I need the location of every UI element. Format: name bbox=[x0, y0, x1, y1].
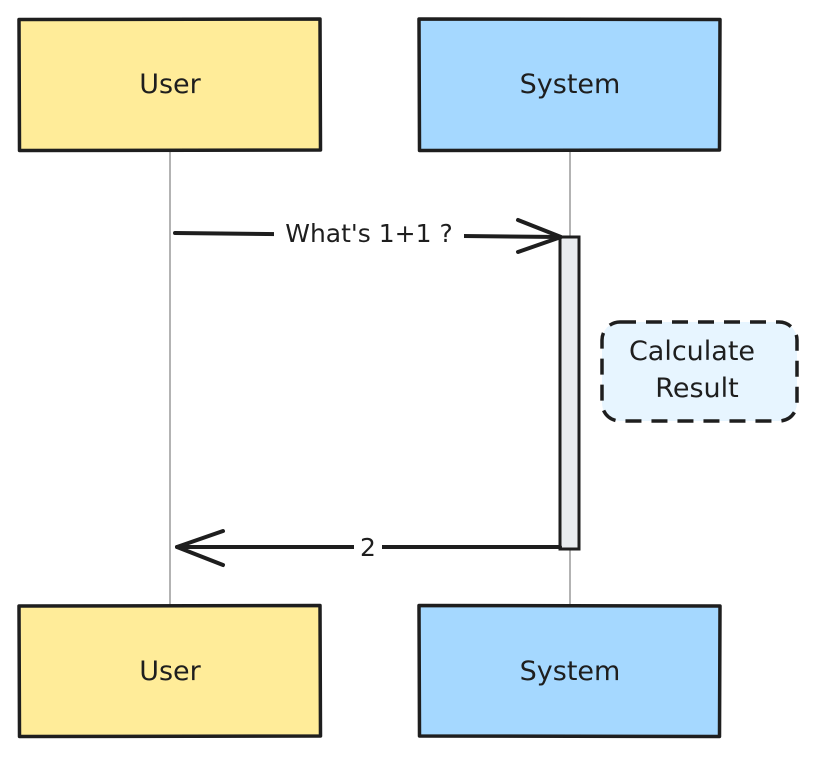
message-response[interactable]: 2 bbox=[175, 529, 562, 567]
system-activation-bar bbox=[558, 235, 581, 551]
message-request-label-bg bbox=[274, 216, 464, 250]
note-box bbox=[600, 320, 799, 423]
actor-system-bottom-label: System bbox=[520, 656, 621, 687]
note-calculate-result[interactable]: Calculate Result bbox=[600, 320, 799, 423]
arrowhead-right-icon bbox=[516, 218, 563, 254]
actor-user-top[interactable]: User bbox=[17, 17, 323, 153]
actor-user-bottom-box bbox=[17, 603, 323, 739]
actor-system-top[interactable]: System bbox=[417, 17, 722, 153]
actor-system-top-box bbox=[417, 17, 722, 153]
actor-user-bottom-label: User bbox=[139, 656, 201, 687]
actor-user-bottom[interactable]: User bbox=[17, 603, 323, 739]
actor-system-bottom-box bbox=[417, 603, 722, 739]
actor-system-bottom[interactable]: System bbox=[417, 603, 722, 739]
actor-system-top-label: System bbox=[520, 69, 621, 100]
actor-user-top-label: User bbox=[139, 69, 201, 100]
note-line-2: Result bbox=[655, 373, 738, 404]
message-request[interactable]: What's 1+1 ? bbox=[173, 216, 563, 254]
message-response-label-bg bbox=[354, 531, 382, 563]
note-line-1: Calculate bbox=[629, 336, 755, 367]
message-response-label: 2 bbox=[360, 533, 376, 562]
message-request-label: What's 1+1 ? bbox=[285, 219, 453, 248]
arrowhead-left-icon bbox=[175, 529, 225, 567]
actor-user-top-box bbox=[17, 17, 323, 153]
